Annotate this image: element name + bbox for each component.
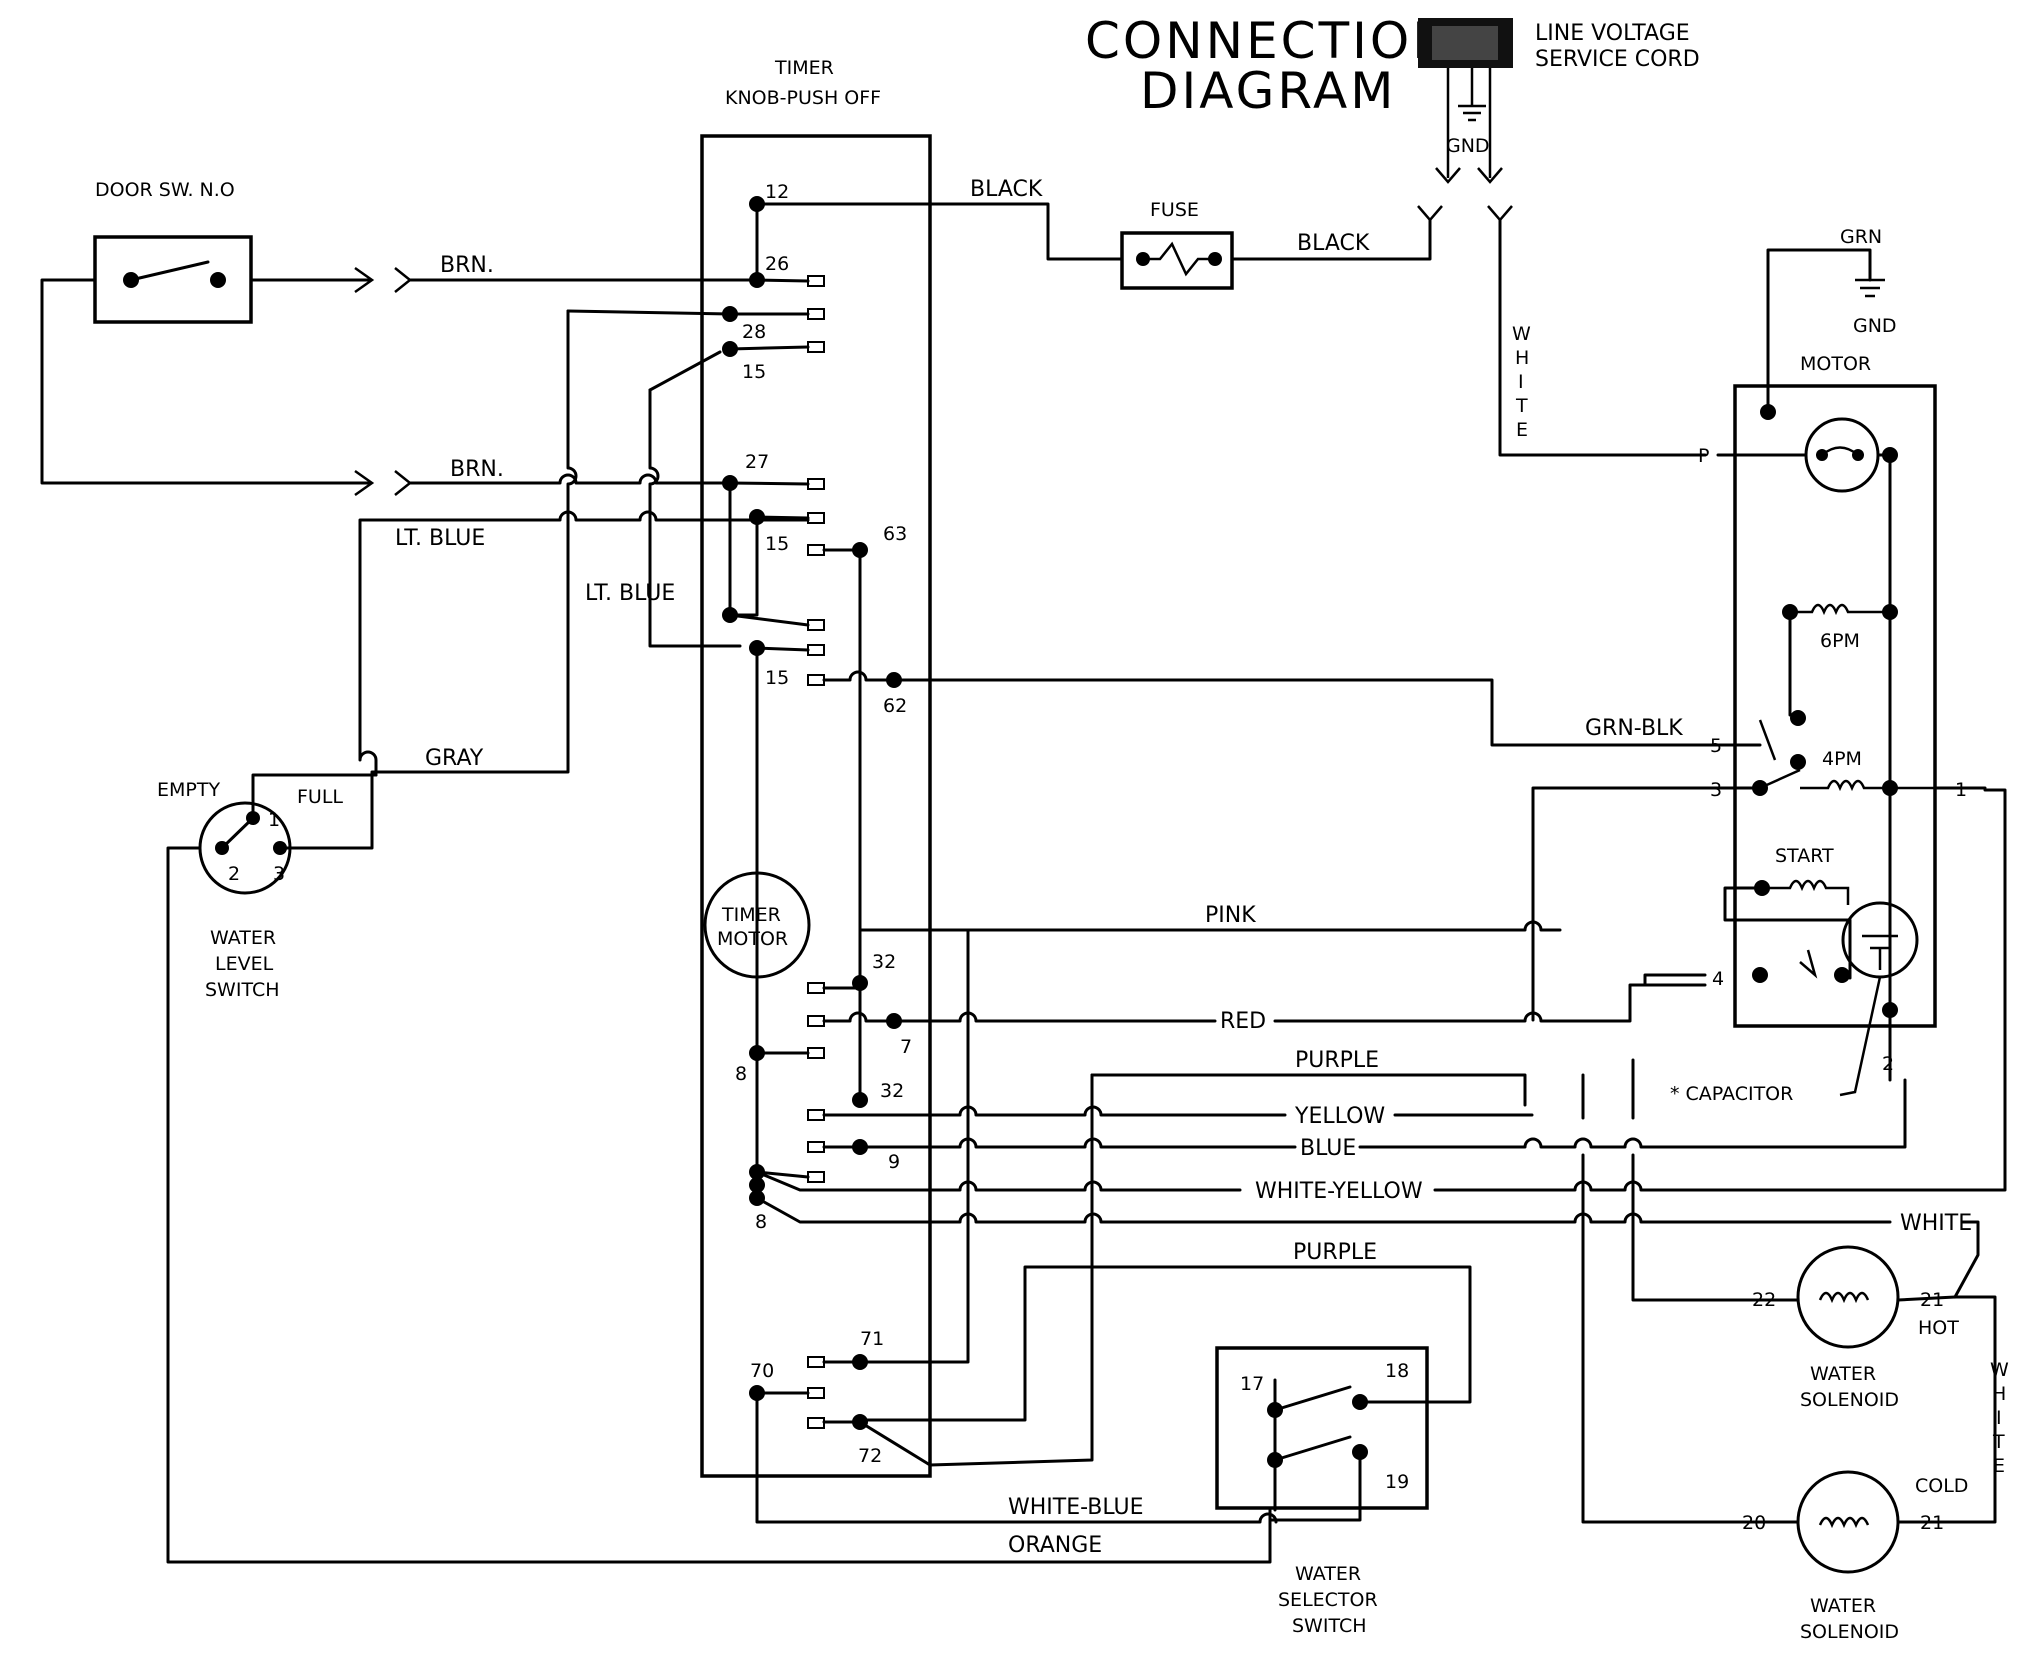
wire-label-purple-2: PURPLE bbox=[1293, 1240, 1377, 1265]
wss-label-line3: SWITCH bbox=[1292, 1615, 1367, 1637]
diagram-title-line1: CONNECTION bbox=[1085, 12, 1453, 70]
wls-label-line2: LEVEL bbox=[215, 953, 274, 975]
wire-label-brn-top: BRN. bbox=[440, 253, 494, 278]
motor-grn-label: GRN bbox=[1840, 226, 1882, 248]
capacitor-label: * CAPACITOR bbox=[1670, 1083, 1793, 1105]
wls-terminal-2: 2 bbox=[228, 863, 240, 885]
cold-solenoid-terminal-20: 20 bbox=[1742, 1512, 1766, 1534]
wss-label-line1: WATER bbox=[1295, 1563, 1361, 1585]
fuse-label: FUSE bbox=[1150, 199, 1199, 221]
terminal-8a: 8 bbox=[735, 1063, 747, 1085]
wire-label-blue: BLUE bbox=[1300, 1136, 1356, 1161]
timer-motor-label-line2: MOTOR bbox=[717, 928, 788, 950]
wire-label-brn-mid: BRN. bbox=[450, 457, 504, 482]
wls-terminal-3: 3 bbox=[273, 863, 285, 885]
hot-water-solenoid bbox=[1796, 1245, 1900, 1349]
wire-label-pink: PINK bbox=[1205, 903, 1256, 928]
wss-terminal-19: 19 bbox=[1385, 1471, 1409, 1493]
timer-terminal-tabs bbox=[807, 275, 825, 1429]
terminal-8b: 8 bbox=[755, 1211, 767, 1233]
terminal-27: 27 bbox=[745, 451, 769, 473]
terminal-63: 63 bbox=[883, 523, 907, 545]
cold-water-solenoid bbox=[1796, 1470, 1900, 1574]
wire-label-black-top: BLACK bbox=[970, 177, 1043, 202]
terminal-62: 62 bbox=[883, 695, 907, 717]
motor-terminal-1: 1 bbox=[1955, 779, 1967, 801]
wire-label-white-blue: WHITE-BLUE bbox=[1008, 1495, 1144, 1520]
wss-terminal-18: 18 bbox=[1385, 1360, 1409, 1382]
door-switch-label: DOOR SW. N.O bbox=[95, 179, 235, 201]
terminal-71: 71 bbox=[860, 1328, 884, 1350]
wls-label-empty: EMPTY bbox=[157, 779, 220, 801]
wire-label-black-right: BLACK bbox=[1297, 231, 1370, 256]
timer-box bbox=[700, 134, 932, 1478]
wire-label-orange: ORANGE bbox=[1008, 1533, 1102, 1558]
timer-label-line2: KNOB-PUSH OFF bbox=[725, 87, 881, 109]
terminal-32a: 32 bbox=[872, 951, 896, 973]
cord-label-line1: LINE VOLTAGE bbox=[1535, 21, 1690, 46]
terminal-70: 70 bbox=[750, 1360, 774, 1382]
motor-terminal-4: 4 bbox=[1712, 968, 1724, 990]
timer-motor bbox=[703, 871, 811, 979]
motor-terminal-3: 3 bbox=[1710, 779, 1722, 801]
terminal-15c: 15 bbox=[765, 667, 789, 689]
wire-label-grn-blk: GRN-BLK bbox=[1585, 716, 1683, 741]
motor-terminal-5: 5 bbox=[1710, 735, 1722, 757]
wire-label-purple-1: PURPLE bbox=[1295, 1048, 1379, 1073]
cold-solenoid-label-line2: SOLENOID bbox=[1800, 1621, 1899, 1643]
wire-label-gray: GRAY bbox=[425, 746, 484, 771]
water-selector-switch bbox=[1215, 1346, 1429, 1512]
cold-solenoid-label-line1: WATER bbox=[1810, 1595, 1876, 1617]
motor-4pm-label: 4PM bbox=[1822, 748, 1862, 770]
cold-solenoid-cold-label: COLD bbox=[1915, 1475, 1968, 1497]
terminal-26: 26 bbox=[765, 253, 789, 275]
wls-terminal-1: 1 bbox=[268, 809, 280, 831]
motor-start-label: START bbox=[1775, 845, 1834, 867]
terminal-15a: 15 bbox=[742, 361, 766, 383]
wls-label-full: FULL bbox=[297, 786, 343, 808]
service-cord-plug bbox=[1418, 18, 1513, 184]
hot-solenoid-terminal-21: 21 bbox=[1920, 1289, 1944, 1311]
motor-protector bbox=[1804, 417, 1880, 493]
fuse bbox=[1120, 231, 1234, 290]
motor-box bbox=[1733, 384, 1937, 1028]
cord-gnd-label: GND bbox=[1446, 135, 1490, 157]
hot-solenoid-label-line2: SOLENOID bbox=[1800, 1389, 1899, 1411]
motor-label: MOTOR bbox=[1800, 353, 1871, 375]
terminal-12: 12 bbox=[765, 181, 789, 203]
hot-solenoid-hot-label: HOT bbox=[1918, 1317, 1959, 1339]
door-switch bbox=[93, 235, 253, 324]
wire-label-lt-blue-1: LT. BLUE bbox=[395, 526, 485, 551]
motor-gnd-label: GND bbox=[1853, 315, 1897, 337]
terminal-15b: 15 bbox=[765, 533, 789, 555]
terminal-9: 9 bbox=[888, 1151, 900, 1173]
terminal-32b: 32 bbox=[880, 1080, 904, 1102]
wss-terminal-17: 17 bbox=[1240, 1373, 1264, 1395]
motor-terminal-p: P bbox=[1698, 445, 1709, 467]
wire-label-white-h: WHITE bbox=[1900, 1211, 1972, 1236]
hot-solenoid-terminal-22: 22 bbox=[1752, 1289, 1776, 1311]
wire-label-lt-blue-2: LT. BLUE bbox=[585, 581, 675, 606]
wls-label-line1: WATER bbox=[210, 927, 276, 949]
diagram-title-line2: DIAGRAM bbox=[1140, 62, 1396, 120]
motor-6pm-label: 6PM bbox=[1820, 630, 1860, 652]
wire-label-red: RED bbox=[1220, 1009, 1266, 1034]
wire-label-white-yellow: WHITE-YELLOW bbox=[1255, 1179, 1423, 1204]
terminal-72: 72 bbox=[858, 1445, 882, 1467]
wls-label-line3: SWITCH bbox=[205, 979, 280, 1001]
timer-label-line1: TIMER bbox=[774, 57, 834, 79]
terminal-28: 28 bbox=[742, 321, 766, 343]
motor-terminal-2: 2 bbox=[1882, 1053, 1894, 1075]
hot-solenoid-label-line1: WATER bbox=[1810, 1363, 1876, 1385]
cold-solenoid-terminal-21: 21 bbox=[1920, 1512, 1944, 1534]
wss-label-line2: SELECTOR bbox=[1278, 1589, 1378, 1611]
terminal-7: 7 bbox=[900, 1036, 912, 1058]
wire-label-yellow: YELLOW bbox=[1294, 1104, 1385, 1129]
cord-label-line2: SERVICE CORD bbox=[1535, 47, 1700, 72]
timer-motor-label-line1: TIMER bbox=[721, 904, 781, 926]
